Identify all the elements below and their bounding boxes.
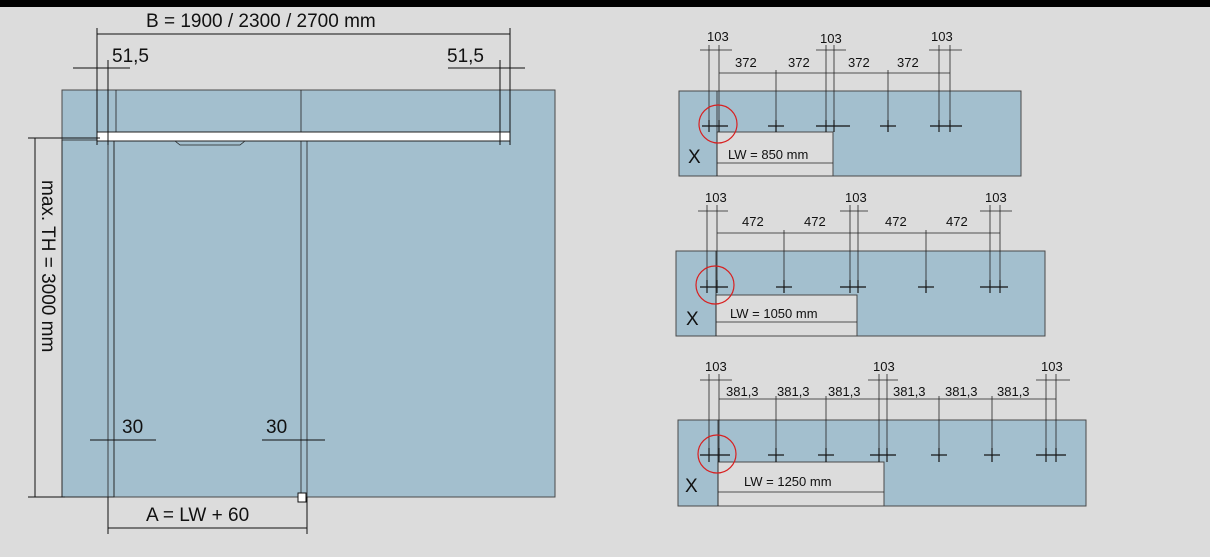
width-label: B = 1900 / 2300 / 2700 mm [146,11,376,32]
spacing-label: 372 [897,55,919,70]
lw-label: LW = 850 mm [728,147,808,162]
spacing-label: 381,3 [893,384,926,399]
offset-label: 103 [820,31,842,46]
offset-label: 103 [707,29,729,44]
spacing-label: 472 [804,214,826,229]
detail-diagram-1050: 103 103 103 472 472 472 472 X LW = 1050 … [675,190,1046,337]
wall-panel [61,89,556,498]
right-gap-label: 30 [266,417,287,438]
offset-label: 103 [845,190,867,205]
spacing-label: 472 [885,214,907,229]
top-border [0,0,1210,7]
spacing-label: 372 [788,55,810,70]
spacing-label: 472 [742,214,764,229]
highlight-circle [698,104,738,144]
height-label: max. TH = 3000 mm [37,180,58,352]
spacing-label: 381,3 [777,384,810,399]
detail-diagram-1250: 103 103 103 381,3 381,3 381,3 381,3 381,… [677,359,1087,507]
offset-label: 103 [985,190,1007,205]
offset-label: 103 [1041,359,1063,374]
spacing-label: 381,3 [726,384,759,399]
bottom-label: A = LW + 60 [146,505,249,526]
x-label: X [686,309,699,330]
left-offset-label: 51,5 [112,46,149,67]
main-diagram: B = 1900 / 2300 / 2700 mm 51,5 51,5 max.… [28,11,556,534]
spacing-label: 372 [848,55,870,70]
highlight-circle [695,265,735,305]
floor-guide [297,492,307,503]
right-offset-label: 51,5 [447,46,484,67]
rail-carriage [174,140,246,146]
spacing-label: 381,3 [945,384,978,399]
offset-label: 103 [705,190,727,205]
offset-label: 103 [931,29,953,44]
door-rail [96,131,511,142]
spacing-label: 381,3 [997,384,1030,399]
spacing-label: 381,3 [828,384,861,399]
lw-label: LW = 1250 mm [744,474,832,489]
x-label: X [688,147,701,168]
spacing-label: 372 [735,55,757,70]
offset-label: 103 [705,359,727,374]
door-opening [715,294,858,337]
highlight-circle [697,434,737,474]
x-label: X [685,476,698,497]
detail-diagram-850: 103 103 103 372 372 372 372 X LW = 850 m… [678,29,1022,177]
left-gap-label: 30 [122,417,143,438]
door-opening [717,461,885,507]
offset-label: 103 [873,359,895,374]
spacing-label: 472 [946,214,968,229]
lw-label: LW = 1050 mm [730,306,818,321]
